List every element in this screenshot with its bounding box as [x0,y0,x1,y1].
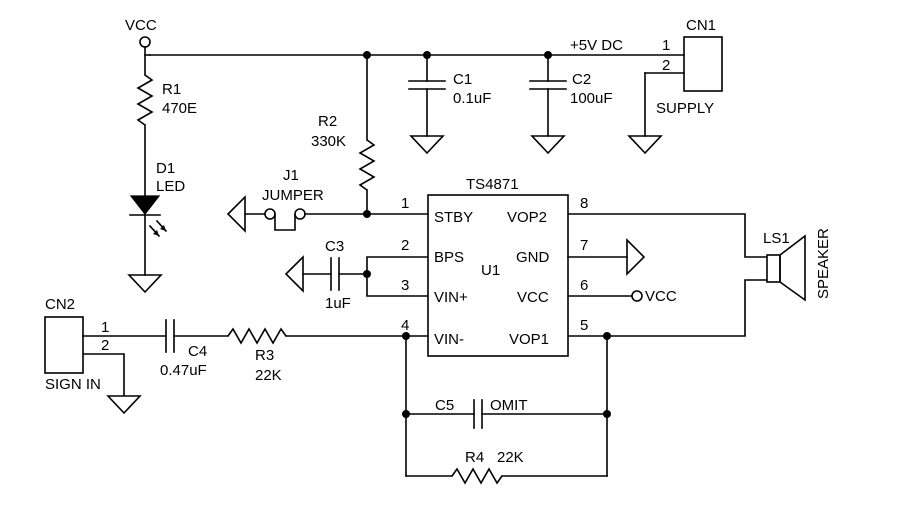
jumper-j1 [226,195,429,233]
r3-ref: R3 [255,347,274,364]
r3-value: 22K [255,367,282,384]
d1-value: LED [156,178,185,195]
pin7-name: GND [516,249,550,266]
cn2-name: SIGN IN [45,376,101,393]
pin6-number: 6 [580,277,588,294]
c1-ref: C1 [453,71,472,88]
cn1-pin1: 1 [662,37,670,54]
led-d1 [129,195,168,276]
pin8-number: 8 [580,195,588,212]
vcc-top-label: VCC [125,17,157,34]
c4-ref: C4 [188,343,207,360]
pin3-number: 3 [401,277,409,294]
resistor-r1 [136,74,154,197]
pin2-number: 2 [401,237,409,254]
pin2-name: BPS [434,249,464,266]
c3-ref: C3 [325,238,344,255]
pin1-name: STBY [434,209,473,226]
c2-ref: C2 [572,71,591,88]
resistor-r3 [227,327,429,345]
capacitor-c4 [165,319,229,353]
ls1-name: SPEAKER [815,228,832,299]
r1-value: 470E [162,100,197,117]
pin4-name: VIN- [434,331,464,348]
capacitor-c3 [284,255,428,297]
r1-ref: R1 [162,81,181,98]
r4-ref: R4 [465,449,484,466]
u1-ref: U1 [481,262,500,279]
r4-value: 22K [497,449,524,466]
capacitor-c5 [405,399,608,429]
cn2-pin1: 1 [101,319,109,336]
pin8-name: VOP2 [507,209,547,226]
pin7-ground [567,238,646,276]
pin6-vcc [567,290,643,302]
vcc-rail [139,36,685,76]
capacitor-c1 [408,51,446,155]
pin6-name: VCC [517,289,549,306]
r2-value: 330K [311,133,346,150]
cn2-ref: CN2 [45,296,75,313]
cn1-name: SUPPLY [656,100,714,117]
vcc-top-terminal [139,36,151,48]
c2-value: 100uF [570,90,613,107]
c5-ref: C5 [435,397,454,414]
capacitor-c2 [529,51,567,155]
c5-value: OMIT [490,397,528,414]
pin5-number: 5 [580,317,588,334]
pin1-number: 1 [401,195,409,212]
vcc-right-label: VCC [645,288,677,305]
cn2-pin2: 2 [101,337,109,354]
pin3-name: VIN+ [434,289,468,306]
c4-value: 0.47uF [160,362,207,379]
ic-u1 [427,194,569,357]
supply-net-label: +5V DC [570,37,623,54]
resistor-r2 [358,51,376,218]
pin7-number: 7 [580,237,588,254]
connector-cn1 [627,36,723,155]
u1-part-number: TS4871 [466,176,519,193]
resistor-r4 [405,467,608,485]
pin4-number: 4 [401,317,409,334]
j1-value: JUMPER [262,187,324,204]
j1-ref: J1 [283,167,299,184]
vcc-right-terminal [631,290,643,302]
pin5-name: VOP1 [509,331,549,348]
d1-ref: D1 [156,160,175,177]
ls1-ref: LS1 [763,230,790,247]
c3-value: 1uF [325,295,351,312]
c1-value: 0.1uF [453,90,491,107]
r2-ref: R2 [318,113,337,130]
cn1-ref: CN1 [686,17,716,34]
ground-d1 [127,274,163,294]
cn1-pin2: 2 [662,57,670,74]
speaker-ls1 [568,213,806,340]
connector-cn2 [44,316,167,415]
